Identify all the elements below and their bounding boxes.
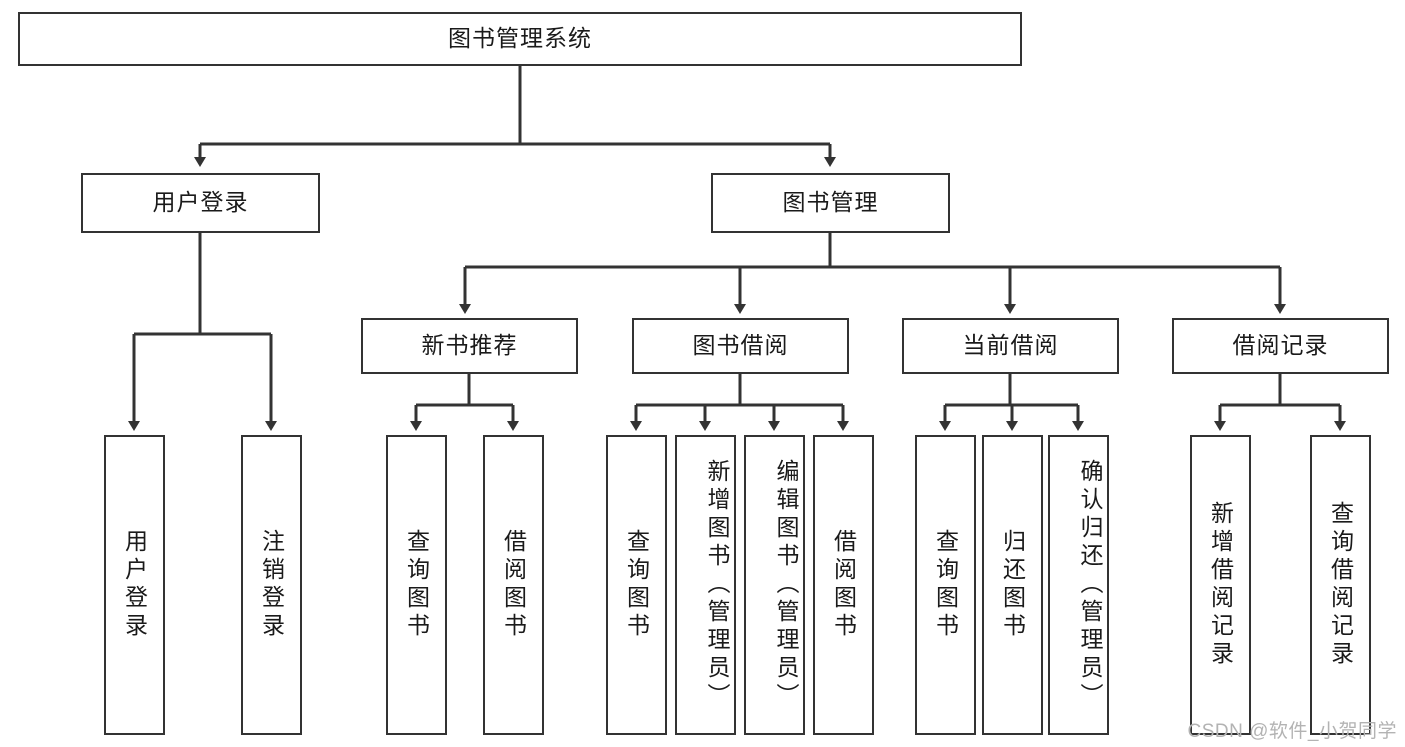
node-current-borrow[interactable]: 当前借阅 <box>902 318 1119 374</box>
node-leaf-query-record-label: 查询借阅记录 <box>1327 501 1354 669</box>
node-leaf-add-book-label: 新增图书（管理员） <box>704 459 730 711</box>
node-leaf-user-login[interactable]: 用户登录 <box>104 435 165 735</box>
node-leaf-query-book-cur[interactable]: 查询图书 <box>915 435 976 735</box>
node-new-book-rec-label: 新书推荐 <box>421 332 518 359</box>
node-leaf-borrow-book-label: 借阅图书 <box>830 529 857 641</box>
node-leaf-borrow-book-rec-label: 借阅图书 <box>500 529 527 641</box>
node-leaf-add-record[interactable]: 新增借阅记录 <box>1190 435 1251 735</box>
node-book-manage-label: 图书管理 <box>782 189 879 216</box>
node-leaf-confirm-return-label: 确认归还（管理员） <box>1077 459 1103 711</box>
node-user-login[interactable]: 用户登录 <box>81 173 320 233</box>
node-leaf-query-book-borrow-label: 查询图书 <box>623 529 650 641</box>
csdn-watermark: CSDN @软件_小贺同学 <box>1187 721 1397 742</box>
node-leaf-confirm-return[interactable]: 确认归还（管理员） <box>1048 435 1109 735</box>
node-leaf-return-book-label: 归还图书 <box>999 529 1026 641</box>
node-leaf-query-book-rec[interactable]: 查询图书 <box>386 435 447 735</box>
node-leaf-return-book[interactable]: 归还图书 <box>982 435 1043 735</box>
node-leaf-user-login-label: 用户登录 <box>121 529 148 641</box>
node-root[interactable]: 图书管理系统 <box>18 12 1022 66</box>
node-book-borrow-label: 图书借阅 <box>692 332 789 359</box>
node-leaf-query-book-rec-label: 查询图书 <box>403 529 430 641</box>
node-borrow-record[interactable]: 借阅记录 <box>1172 318 1389 374</box>
node-borrow-record-label: 借阅记录 <box>1232 332 1329 359</box>
node-leaf-logout[interactable]: 注销登录 <box>241 435 302 735</box>
node-leaf-query-record[interactable]: 查询借阅记录 <box>1310 435 1371 735</box>
node-user-login-label: 用户登录 <box>152 189 249 216</box>
node-book-manage[interactable]: 图书管理 <box>711 173 950 233</box>
node-leaf-logout-label: 注销登录 <box>258 529 285 641</box>
node-leaf-add-book[interactable]: 新增图书（管理员） <box>675 435 736 735</box>
node-leaf-borrow-book-rec[interactable]: 借阅图书 <box>483 435 544 735</box>
node-leaf-borrow-book[interactable]: 借阅图书 <box>813 435 874 735</box>
node-new-book-rec[interactable]: 新书推荐 <box>361 318 578 374</box>
node-leaf-add-record-label: 新增借阅记录 <box>1207 501 1234 669</box>
node-leaf-edit-book-label: 编辑图书（管理员） <box>773 459 799 711</box>
node-leaf-query-book-cur-label: 查询图书 <box>932 529 959 641</box>
node-leaf-query-book-borrow[interactable]: 查询图书 <box>606 435 667 735</box>
node-root-label: 图书管理系统 <box>448 25 592 52</box>
node-book-borrow[interactable]: 图书借阅 <box>632 318 849 374</box>
node-current-borrow-label: 当前借阅 <box>962 332 1059 359</box>
node-leaf-edit-book[interactable]: 编辑图书（管理员） <box>744 435 805 735</box>
